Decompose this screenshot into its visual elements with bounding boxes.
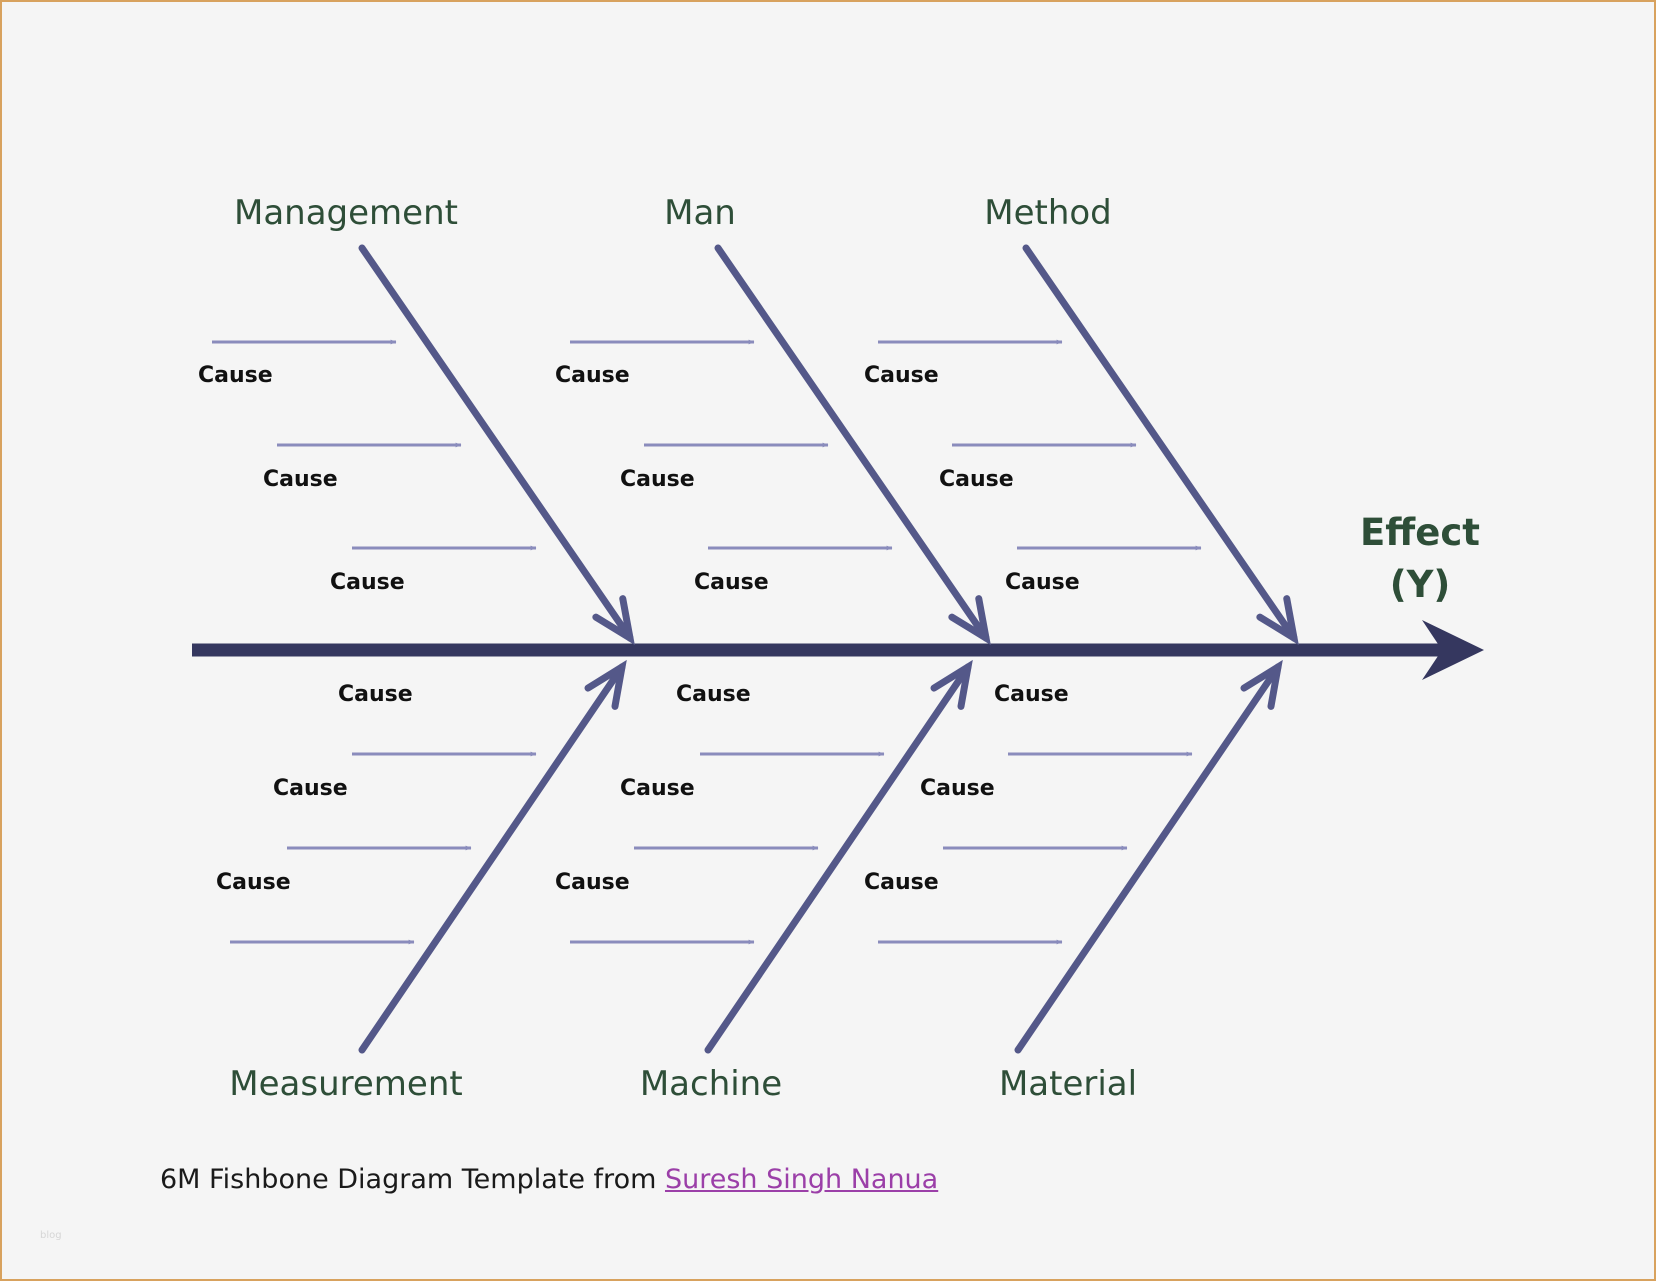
footer-text: 6M Fishbone Diagram Template from (160, 1164, 665, 1195)
cause-label: Cause (920, 776, 995, 801)
bone-machine (704, 663, 972, 1054)
bone-method (1022, 244, 1298, 642)
bone-man-arrowhead (948, 595, 991, 646)
bone-material-arrowhead (1240, 659, 1283, 710)
cause-label: Cause (620, 467, 695, 492)
cause-label: Cause (994, 682, 1069, 707)
bone-measurement (358, 663, 626, 1054)
cause-label: Cause (263, 467, 338, 492)
category-label-machine: Machine (640, 1064, 782, 1104)
cause-label: Cause (273, 776, 348, 801)
footer-credit: 6M Fishbone Diagram Template from Suresh… (160, 1164, 938, 1195)
bone-man (714, 244, 990, 642)
effect-label: Effect (1360, 511, 1480, 554)
effect-label-y: (Y) (1390, 563, 1451, 606)
bone-management-arrowhead (592, 595, 635, 646)
bone-measurement-arrowhead (584, 659, 627, 710)
cause-label: Cause (620, 776, 695, 801)
cause-label: Cause (864, 870, 939, 895)
cause-label: Cause (555, 363, 630, 388)
cause-label: Cause (330, 570, 405, 595)
cause-label: Cause (939, 467, 1014, 492)
bone-management (358, 244, 634, 642)
cause-label: Cause (864, 363, 939, 388)
author-link[interactable]: Suresh Singh Nanua (664, 1164, 939, 1195)
cause-label: Cause (198, 363, 273, 388)
bone-machine-arrowhead (930, 659, 973, 710)
bone-method-arrowhead (1256, 595, 1299, 646)
watermark: blog (40, 1230, 62, 1241)
category-label-management: Management (234, 193, 458, 233)
category-label-method: Method (984, 193, 1112, 233)
cause-label: Cause (216, 870, 291, 895)
spine-arrowhead (1422, 620, 1484, 680)
category-label-measurement: Measurement (229, 1064, 462, 1104)
category-label-material: Material (999, 1064, 1137, 1104)
bone-material (1014, 663, 1282, 1054)
cause-label: Cause (338, 682, 413, 707)
cause-label: Cause (555, 870, 630, 895)
cause-label: Cause (1005, 570, 1080, 595)
cause-label: Cause (694, 570, 769, 595)
category-label-man: Man (664, 193, 736, 233)
cause-label: Cause (676, 682, 751, 707)
